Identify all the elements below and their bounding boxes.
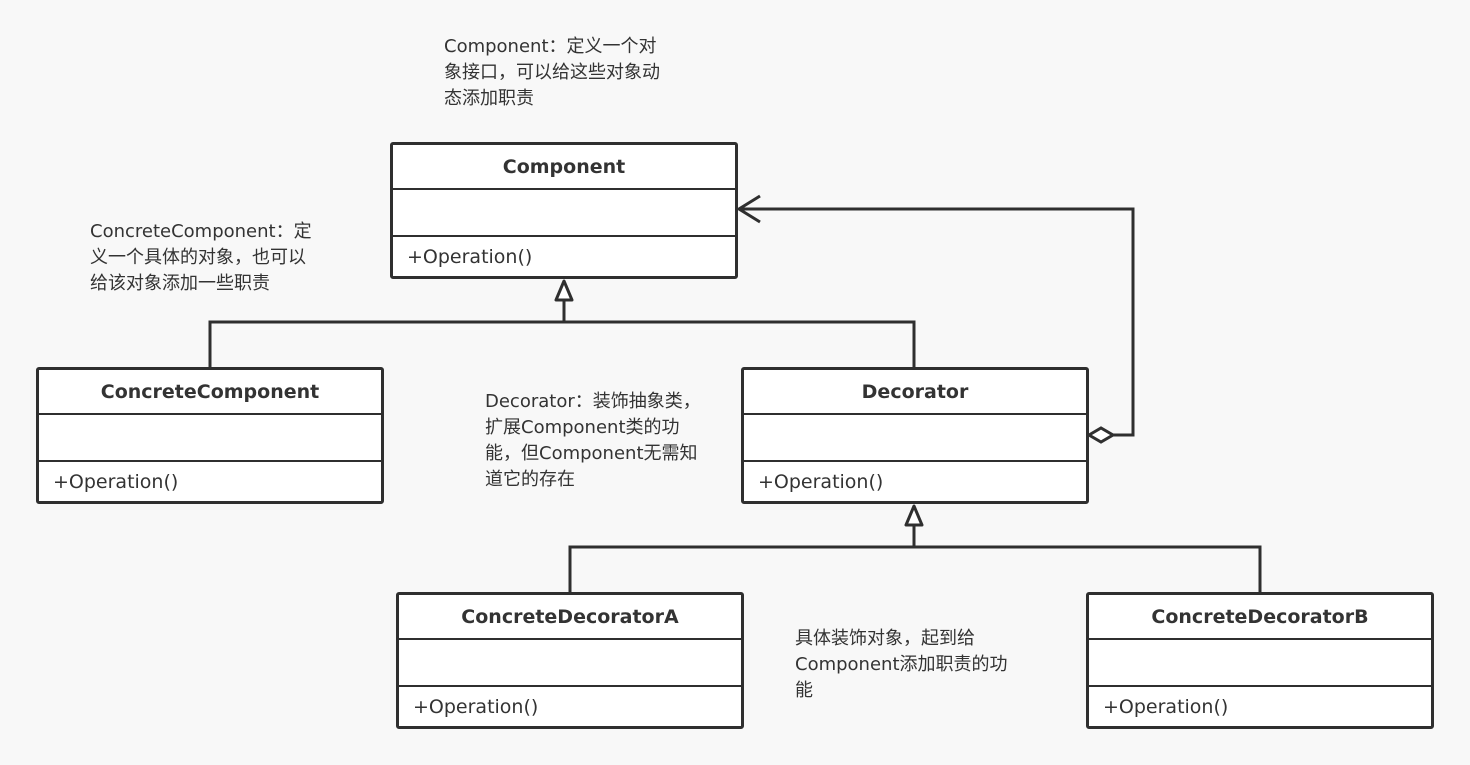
concrete-decorator-b-operation: +Operation() (1103, 695, 1229, 718)
decorator-note-line: 能，但Component无需知 (485, 443, 698, 464)
concrete-decorator-a-operation: +Operation() (413, 695, 539, 718)
decorator-class-name: Decorator (744, 370, 1086, 415)
component-operation: +Operation() (407, 245, 533, 268)
component-note-line: Component：定义一个对 (444, 36, 657, 57)
concrete-component-operation: +Operation() (53, 470, 179, 493)
concrete-decorator-a-class-name: ConcreteDecoratorA (399, 595, 741, 640)
concrete-decorators-note-line: 能 (795, 680, 813, 701)
aggregation-diamond (1086, 426, 1116, 444)
concrete-component-class-name: ConcreteComponent (39, 370, 381, 415)
concrete-decorator-b-attributes (1089, 640, 1431, 687)
decorator-operation: +Operation() (758, 470, 884, 493)
decorator-note-line: 扩展Component类的功 (485, 417, 680, 438)
decorator-class[interactable]: Decorator +Operation() (741, 367, 1089, 504)
concrete-decorators-note-line: Component添加职责的功 (795, 654, 1008, 675)
concrete-decorator-a-attributes (399, 640, 741, 687)
inheritance-line-concrete-component (208, 320, 564, 367)
concrete-decorators-note: 具体装饰对象，起到给 Component添加职责的功 能 (795, 626, 1008, 704)
component-attributes (393, 190, 735, 237)
aggregation-open-arrow (736, 194, 761, 224)
concrete-component-class[interactable]: ConcreteComponent +Operation() (36, 367, 384, 504)
concrete-decorator-a-class[interactable]: ConcreteDecoratorA +Operation() (396, 592, 744, 729)
decorator-note-line: Decorator：装饰抽象类， (485, 391, 701, 412)
aggregation-line (739, 207, 1135, 437)
concrete-component-note: ConcreteComponent：定 义一个具体的对象，也可以 给该对象添加一… (90, 219, 312, 297)
decorator-note: Decorator：装饰抽象类， 扩展Component类的功 能，但Compo… (485, 389, 701, 493)
decorator-attributes (744, 415, 1086, 462)
inheritance-arrow-decorator (904, 504, 924, 527)
component-note-line: 态添加职责 (444, 88, 534, 109)
component-note: Component：定义一个对 象接口，可以给这些对象动 态添加职责 (444, 34, 660, 112)
concrete-decorator-b-class-name: ConcreteDecoratorB (1089, 595, 1431, 640)
concrete-component-note-line: ConcreteComponent：定 (90, 221, 312, 242)
concrete-component-attributes (39, 415, 381, 462)
component-class-name: Component (393, 145, 735, 190)
concrete-decorator-b-class[interactable]: ConcreteDecoratorB +Operation() (1086, 592, 1434, 729)
inheritance-line-concrete-decorator-a (568, 545, 914, 592)
inheritance-line-concrete-decorator-b (914, 545, 1262, 592)
component-note-line: 象接口，可以给这些对象动 (444, 62, 660, 83)
decorator-note-line: 道它的存在 (485, 469, 575, 490)
inheritance-line-decorator (564, 320, 916, 367)
concrete-component-note-line: 义一个具体的对象，也可以 (90, 247, 306, 268)
concrete-component-note-line: 给该对象添加一些职责 (90, 273, 270, 294)
component-class[interactable]: Component +Operation() (390, 142, 738, 279)
inheritance-arrow-component (554, 279, 574, 302)
concrete-decorators-note-line: 具体装饰对象，起到给 (795, 628, 975, 649)
